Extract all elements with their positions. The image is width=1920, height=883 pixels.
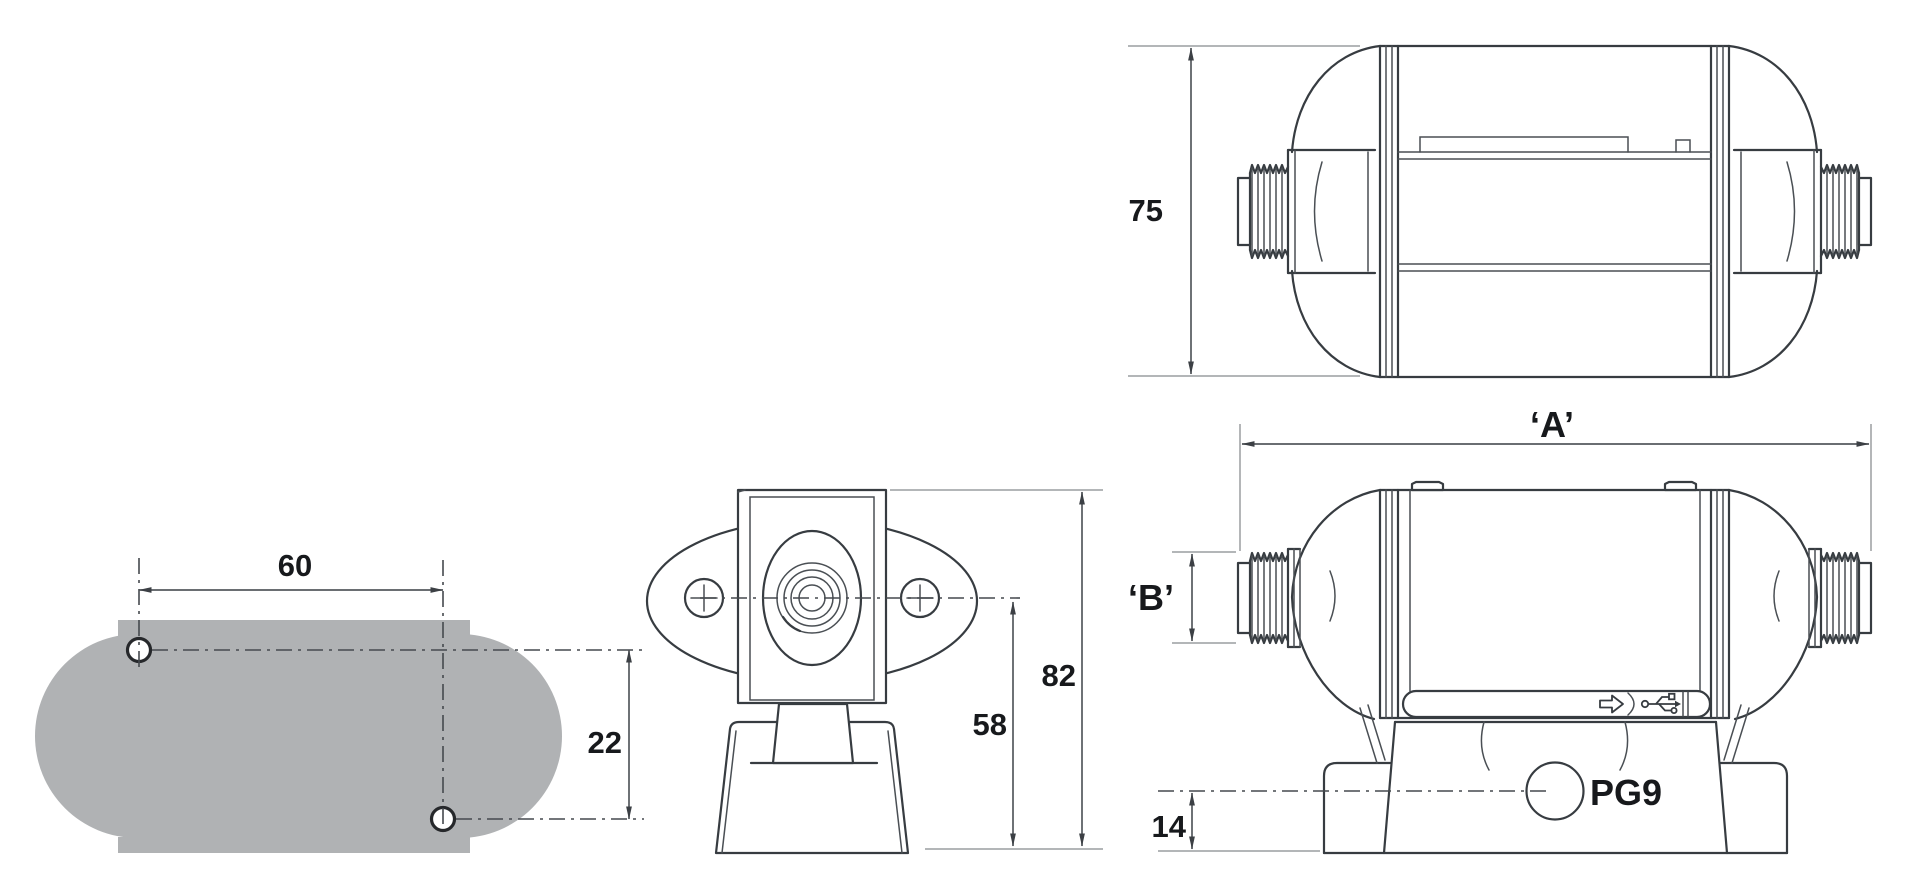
dimension-gland-center-to-base: 14 [1152,792,1195,850]
flow-arrow-icon [1599,694,1624,714]
dimension-port-thread-diameter: ‘B’ [1128,553,1195,642]
dim-75-label: 75 [1129,193,1163,228]
dim-82-label: 82 [1042,658,1076,693]
side-left-thread-ridges [1251,555,1283,641]
side-view: PG9 ‘A’ ‘B’ 14 [1128,404,1873,855]
mounting-footprint-view: 60 22 [35,548,644,853]
side-left-port [1236,547,1302,649]
top-face-lines [1397,151,1712,272]
dimension-overall-width: 75 [1129,47,1194,375]
footprint-bottom-tab [118,837,470,853]
dim-58-label: 58 [973,707,1007,742]
label-strip [1401,689,1712,719]
front-end-view: 58 82 [645,488,1103,855]
dimension-overall-length: ‘A’ [1241,404,1870,447]
side-bracket-base: PG9 [1322,704,1789,855]
front-neck [771,702,855,765]
footprint-top-tab [118,620,470,636]
dimension-overall-height: 82 [1042,491,1085,847]
top-left-port [1236,148,1377,275]
top-left-thread-ridges [1251,167,1283,256]
footprint-body [35,634,562,838]
dimension-hole-spacing-horizontal: 60 [138,548,444,593]
top-right-thread-ridges [1826,167,1858,256]
side-body-fill [1380,490,1729,718]
dim-14-label: 14 [1152,809,1187,844]
top-left-port-end [1236,176,1252,247]
side-screw-tabs [1410,480,1698,492]
dim-a-label: ‘A’ [1530,404,1574,445]
front-column [736,488,888,705]
pg9-label: PG9 [1590,772,1662,813]
pg9-gland-hole [1525,761,1585,821]
top-dome-ends [1290,44,1819,379]
front-bracket-base [714,720,910,855]
top-clamp-rings [1378,44,1731,379]
dim-b-label: ‘B’ [1128,577,1174,618]
top-body-fill [1380,46,1729,377]
dim-22-label: 22 [588,725,622,760]
top-lip-detail [1419,136,1691,153]
top-right-port [1732,148,1873,275]
usb-icon [1640,692,1681,715]
dimension-hole-spacing-vertical: 22 [588,649,632,820]
dim-60-label: 60 [278,548,312,583]
top-right-port-end [1857,176,1873,247]
dimension-centerline-to-base: 58 [973,601,1016,847]
side-right-port-end [1857,561,1873,635]
side-clamp-rings [1378,488,1731,720]
side-left-port-end [1236,561,1252,635]
side-right-thread-ridges [1826,555,1858,641]
side-dome-ends [1290,488,1819,721]
side-right-port [1807,547,1873,649]
top-view: 75 [1128,44,1873,379]
